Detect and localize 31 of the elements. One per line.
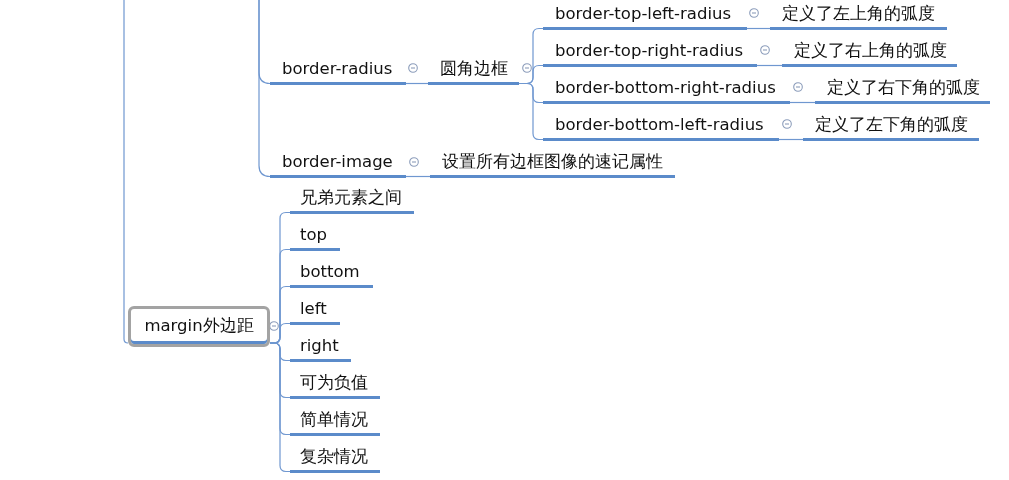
topic-label: 设置所有边框图像的速记属性 xyxy=(430,149,675,178)
connector-line xyxy=(269,342,291,473)
topic-label: 简单情况 xyxy=(290,407,380,436)
topic-label: 圆角边框 xyxy=(428,56,519,85)
topic-box: margin外边距 xyxy=(128,306,270,347)
connector-line xyxy=(756,64,783,67)
connector-line xyxy=(405,82,429,85)
connector-line xyxy=(518,82,544,141)
topic-label: 兄弟元素之间 xyxy=(290,185,414,214)
connector-line xyxy=(778,138,804,141)
topic-label: right xyxy=(290,333,351,362)
connector-line xyxy=(258,0,271,178)
connector-line xyxy=(123,0,129,344)
topic-label: border-top-left-radius xyxy=(543,1,747,30)
topic-label: border-bottom-right-radius xyxy=(543,75,790,104)
topic-label: top xyxy=(290,222,340,251)
topic-label: border-bottom-left-radius xyxy=(543,112,779,141)
topic-label: 定义了左下角的弧度 xyxy=(803,112,979,141)
topic-label: 定义了左上角的弧度 xyxy=(770,1,947,30)
topic-label: bottom xyxy=(290,259,373,288)
topic-label: 复杂情况 xyxy=(290,444,380,473)
topic-label: border-image xyxy=(270,149,406,178)
topic-label: left xyxy=(290,296,340,325)
topic-label: 可为负值 xyxy=(290,370,380,399)
topic-label: border-top-right-radius xyxy=(543,38,757,67)
connector-line xyxy=(789,101,816,104)
topic-label: 定义了右上角的弧度 xyxy=(782,38,957,67)
connector-line xyxy=(746,27,771,30)
topic-label: 定义了右下角的弧度 xyxy=(815,75,990,104)
connector-line xyxy=(405,175,431,178)
topic-label: border-radius xyxy=(270,56,406,85)
